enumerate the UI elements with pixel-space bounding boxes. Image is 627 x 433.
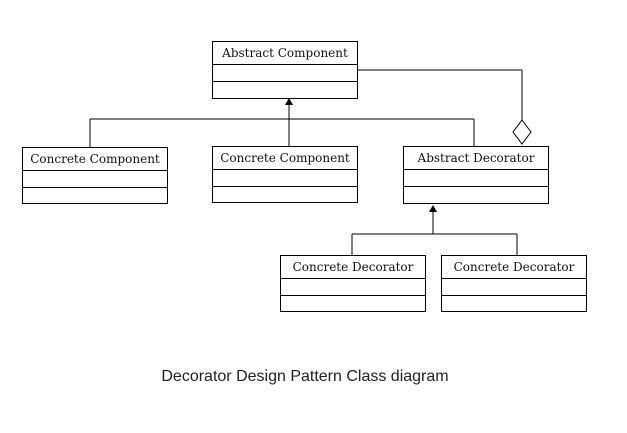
class-attributes — [442, 279, 586, 296]
class-attributes — [213, 170, 357, 187]
inheritance-arrowhead — [429, 205, 437, 212]
class-concrete-component-1: Concrete Component — [22, 147, 168, 204]
class-attributes — [213, 65, 357, 82]
class-operations — [404, 187, 548, 203]
class-concrete-component-2: Concrete Component — [212, 146, 358, 203]
class-attributes — [404, 170, 548, 187]
class-name: Concrete Component — [213, 147, 357, 170]
class-concrete-decorator-2: Concrete Decorator — [441, 255, 587, 312]
inheritance-connector-decorators — [351, 212, 518, 255]
inheritance-arrowhead — [285, 98, 293, 105]
class-operations — [23, 188, 167, 203]
class-name: Abstract Component — [213, 42, 357, 65]
class-abstract-component: Abstract Component — [212, 41, 358, 99]
aggregation-diamond — [512, 119, 532, 145]
class-operations — [442, 296, 586, 311]
class-abstract-decorator: Abstract Decorator — [403, 146, 549, 204]
class-concrete-decorator-1: Concrete Decorator — [280, 255, 426, 312]
inheritance-connector-components — [89, 104, 475, 147]
class-operations — [213, 82, 357, 98]
class-attributes — [23, 171, 167, 188]
class-operations — [281, 296, 425, 311]
class-name: Concrete Decorator — [442, 256, 586, 279]
class-name: Abstract Decorator — [404, 147, 548, 170]
class-operations — [213, 187, 357, 202]
class-name: Concrete Component — [23, 148, 167, 171]
diagram-caption: Decorator Design Pattern Class diagram — [161, 368, 449, 385]
class-name: Concrete Decorator — [281, 256, 425, 279]
class-attributes — [281, 279, 425, 296]
aggregation-connector — [358, 69, 523, 120]
